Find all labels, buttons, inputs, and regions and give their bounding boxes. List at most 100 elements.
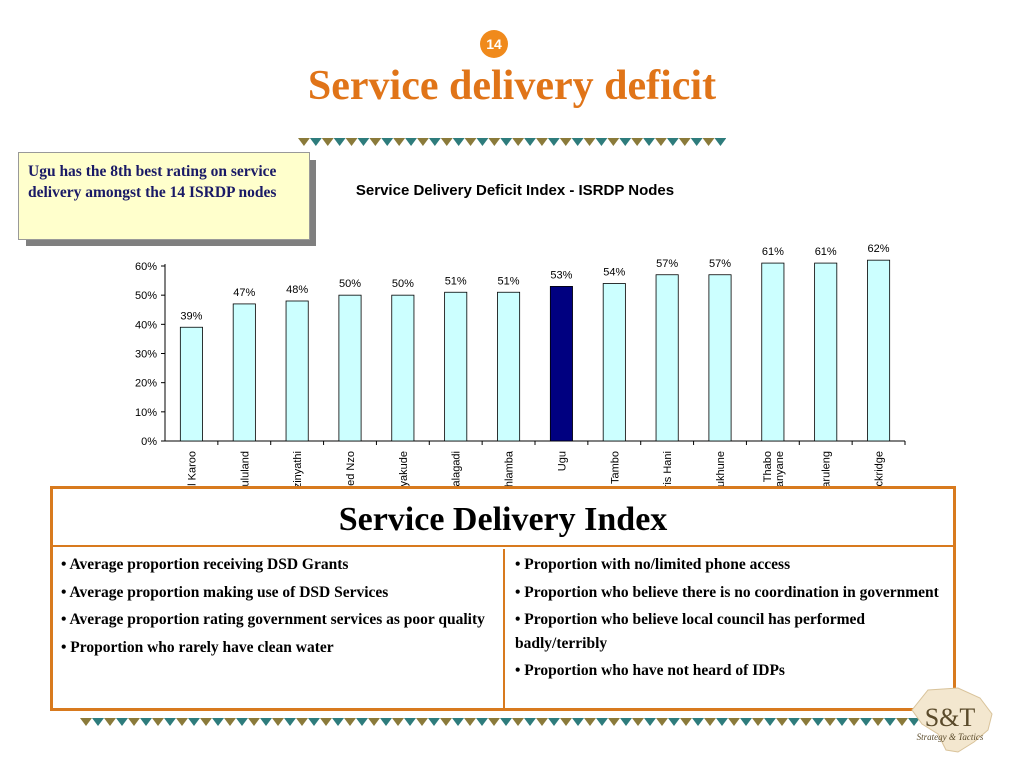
data-label: 53% — [550, 269, 572, 281]
bar — [867, 259, 891, 442]
border-triangle — [260, 718, 272, 726]
x-tick-label-text: Zululand — [239, 451, 251, 493]
index-table-title: Service Delivery Index — [53, 489, 953, 547]
border-triangle — [619, 138, 632, 146]
data-label: 54% — [603, 267, 625, 279]
callout-text: Ugu has the 8th best rating on service d… — [18, 152, 310, 240]
x-tick-label: Ugu — [556, 451, 568, 471]
index-item: • Average proportion receiving DSD Grant… — [61, 556, 349, 573]
border-triangle — [369, 138, 382, 146]
bar — [761, 262, 785, 442]
border-triangle — [380, 718, 392, 726]
bar — [708, 274, 732, 442]
border-triangle — [584, 718, 596, 726]
border-triangle — [595, 138, 608, 146]
border-triangle — [728, 718, 740, 726]
data-label: 57% — [656, 258, 678, 270]
border-triangle — [500, 138, 513, 146]
index-item: • Proportion who have not heard of IDPs — [515, 662, 785, 679]
page-number-badge: 14 — [480, 30, 508, 58]
border-triangle — [464, 138, 477, 146]
bar — [549, 286, 573, 442]
border-triangle — [776, 718, 788, 726]
y-tick-label: 0% — [141, 436, 157, 448]
data-label: 50% — [339, 278, 361, 290]
chart-title: Service Delivery Deficit Index - ISRDP N… — [355, 182, 675, 199]
border-triangle — [92, 718, 104, 726]
border-triangle — [583, 138, 596, 146]
border-triangle — [704, 718, 716, 726]
border-triangle — [702, 138, 715, 146]
border-triangle — [788, 718, 800, 726]
bar — [655, 274, 679, 442]
border-triangle — [248, 718, 260, 726]
border-triangle — [656, 718, 668, 726]
y-tick-label: 20% — [135, 378, 157, 390]
border-triangle — [224, 718, 236, 726]
y-tick-label: 50% — [135, 290, 157, 302]
index-item: • Proportion with no/limited phone acces… — [515, 556, 791, 573]
border-triangle — [536, 138, 548, 146]
border-triangle — [714, 138, 726, 146]
border-triangle — [308, 718, 320, 726]
bottom-decorative-border — [80, 718, 920, 726]
border-triangle — [668, 718, 680, 726]
border-triangle — [284, 718, 296, 726]
border-triangle — [572, 718, 584, 726]
border-triangle — [536, 718, 548, 726]
border-triangle — [321, 138, 334, 146]
border-triangle — [500, 718, 512, 726]
index-item: • Proportion who believe there is no coo… — [515, 583, 939, 601]
data-label: 39% — [180, 310, 202, 322]
border-triangle — [116, 718, 128, 726]
border-triangle — [666, 138, 679, 146]
border-triangle — [548, 718, 560, 726]
border-triangle — [476, 138, 489, 146]
border-triangle — [690, 138, 703, 146]
africa-map-icon — [911, 687, 993, 753]
border-triangle — [884, 718, 896, 726]
border-triangle — [428, 718, 440, 726]
border-triangle — [488, 138, 501, 146]
border-triangle — [188, 718, 200, 726]
border-triangle — [800, 718, 812, 726]
border-triangle — [392, 718, 404, 726]
border-triangle — [476, 718, 488, 726]
x-tick-label-line: Maruleng — [821, 451, 833, 497]
bar — [338, 294, 362, 442]
border-triangle — [212, 718, 224, 726]
logo-mark: S&T — [925, 703, 976, 732]
border-triangle — [559, 138, 572, 146]
border-triangle — [571, 138, 584, 146]
border-triangle — [620, 718, 632, 726]
border-triangle — [607, 138, 620, 146]
border-triangle — [524, 718, 536, 726]
border-triangle — [272, 718, 284, 726]
callout-box: Ugu has the 8th best rating on service d… — [18, 152, 316, 246]
border-triangle — [896, 718, 908, 726]
border-triangle — [655, 138, 667, 146]
border-triangle — [416, 718, 428, 726]
border-triangle — [692, 718, 704, 726]
top-decorative-border — [298, 138, 726, 146]
border-triangle — [464, 718, 476, 726]
border-triangle — [512, 138, 525, 146]
border-triangle — [393, 138, 406, 146]
border-triangle — [608, 718, 620, 726]
border-triangle — [332, 718, 344, 726]
border-triangle — [512, 718, 524, 726]
border-triangle — [740, 718, 752, 726]
x-tick-label-text: Ukhahlamba — [504, 450, 516, 513]
bar — [391, 294, 415, 442]
border-triangle — [333, 138, 346, 146]
border-triangle — [872, 718, 884, 726]
border-triangle — [104, 718, 116, 726]
border-triangle — [404, 718, 416, 726]
border-triangle — [80, 718, 92, 726]
x-tick-label-line: Ugu — [556, 451, 568, 471]
bar — [497, 291, 521, 442]
border-triangle — [596, 718, 608, 726]
border-triangle — [764, 718, 776, 726]
border-triangle — [357, 138, 370, 146]
st-logo: S&T Strategy & Tactics — [911, 687, 993, 753]
